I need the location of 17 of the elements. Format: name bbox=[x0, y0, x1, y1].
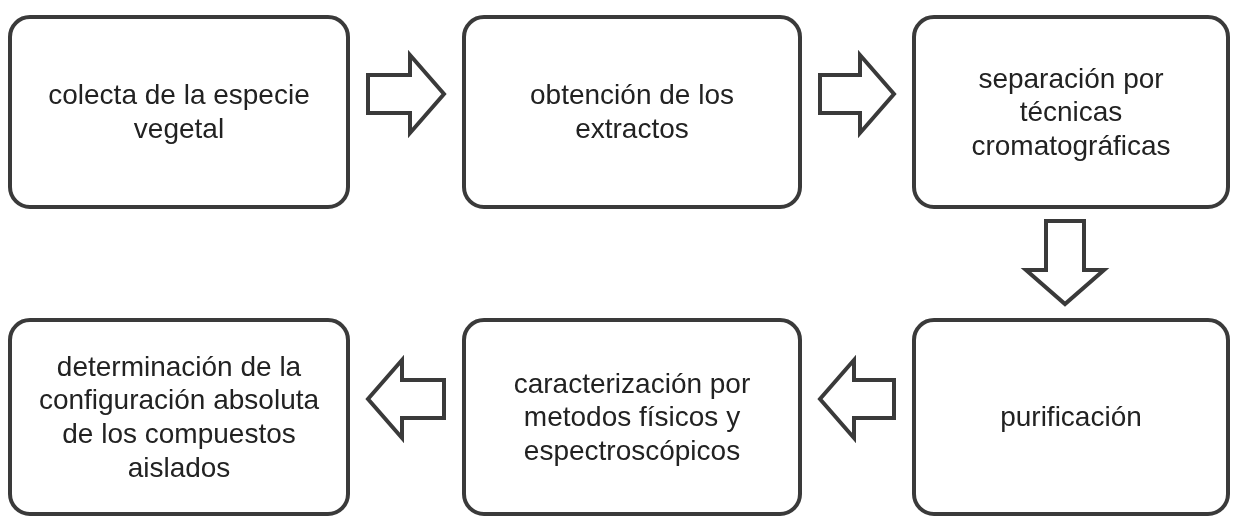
step-text: caracterización por metodos físicos y espectroscópicos bbox=[512, 366, 752, 468]
step-text: colecta de la especie vegetal bbox=[47, 78, 311, 146]
step-text: determinación de la configuración absoluta de los compuestos aislados bbox=[37, 349, 321, 485]
process-box bbox=[912, 15, 1230, 209]
process-box bbox=[8, 15, 350, 209]
step-text: separación por técnicas cromatográficas bbox=[970, 61, 1172, 163]
process-box bbox=[8, 318, 350, 516]
block-arrow bbox=[365, 354, 446, 444]
process-box bbox=[462, 15, 802, 209]
block-arrow bbox=[818, 49, 897, 139]
step-text: purificación bbox=[1000, 400, 1142, 434]
block-arrow bbox=[1020, 219, 1110, 307]
block-arrow bbox=[366, 49, 447, 139]
process-box bbox=[912, 318, 1230, 516]
block-arrow bbox=[817, 354, 896, 444]
step-text: obtención de los extractos bbox=[529, 78, 735, 146]
process-box bbox=[462, 318, 802, 516]
